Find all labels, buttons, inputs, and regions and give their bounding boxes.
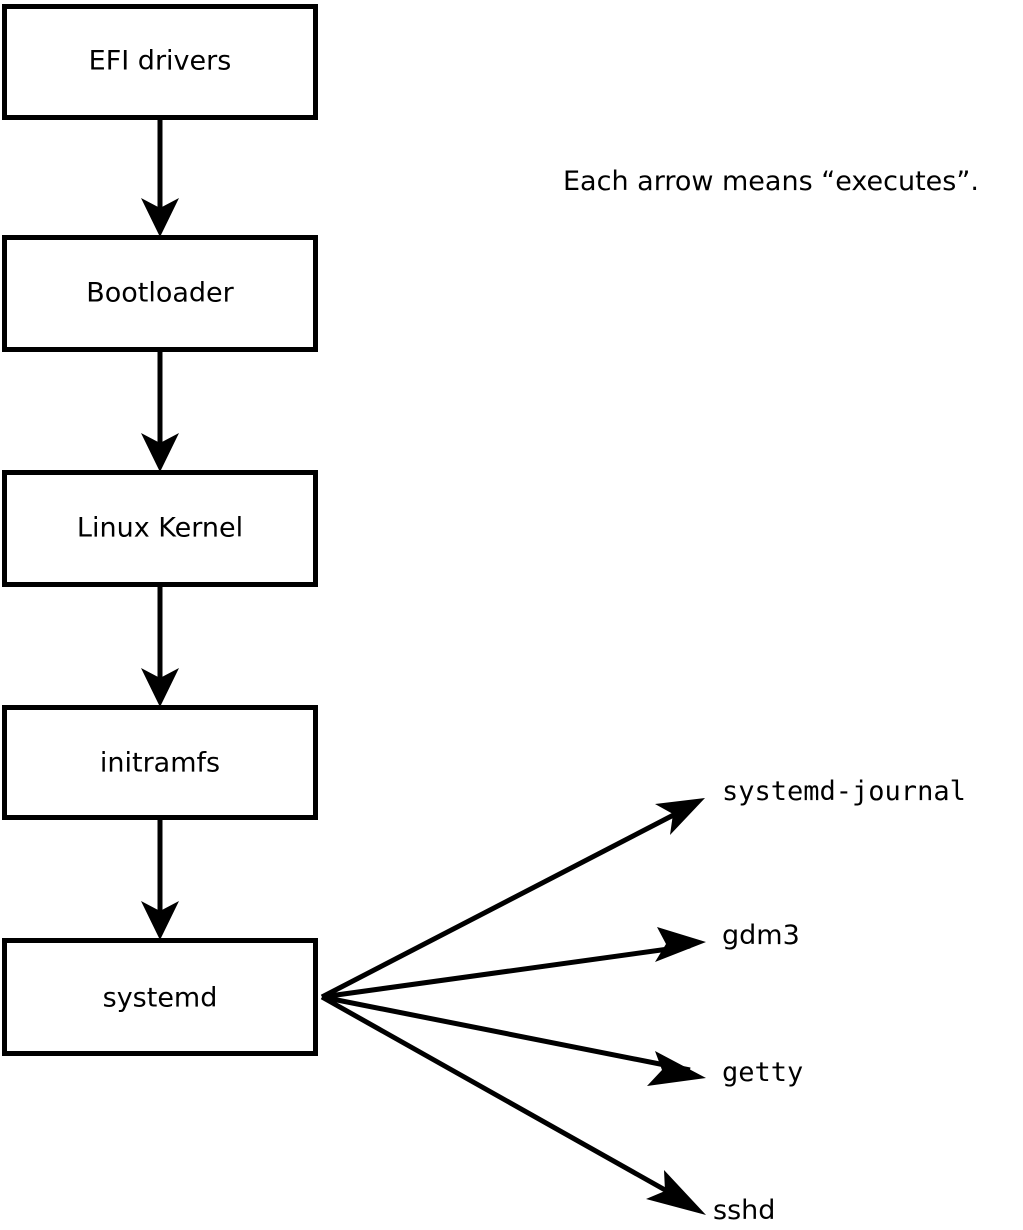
box-rect-efi-drivers — [2, 4, 318, 120]
arrow-linux-kernel-to-initramfs — [141, 587, 179, 707]
leaf-label-sshd: sshd — [713, 1195, 775, 1226]
arrow-efi-drivers-to-bootloader — [141, 120, 179, 237]
box-label-systemd: systemd — [103, 983, 218, 1014]
box-linux-kernel[interactable]: Linux Kernel — [2, 470, 318, 587]
arrow-shaft — [321, 943, 691, 1000]
arrow-head-down — [141, 901, 179, 940]
arrow-head-diagonal — [647, 1051, 706, 1086]
arrow-shaft — [320, 804, 691, 1000]
arrow-shaft — [320, 994, 692, 1207]
arrow-head-down — [141, 668, 179, 707]
box-initramfs[interactable]: initramfs — [2, 705, 318, 820]
leaf-label-gdm3: gdm3 — [722, 920, 800, 951]
box-label-bootloader: Bootloader — [86, 278, 234, 309]
diagram-caption: Each arrow means “executes”. — [563, 166, 979, 197]
box-label-efi-drivers: EFI drivers — [89, 46, 232, 77]
box-rect-linux-kernel — [2, 470, 318, 587]
arrow-systemd-to-sshd — [320, 994, 706, 1215]
box-bootloader[interactable]: Bootloader — [2, 235, 318, 352]
box-label-initramfs: initramfs — [100, 748, 220, 779]
arrow-systemd-to-systemd-journal — [320, 798, 705, 1000]
arrow-head-diagonal — [655, 798, 705, 835]
leaf-label-systemd-journal: systemd-journal — [722, 776, 966, 807]
arrow-systemd-to-getty — [321, 994, 706, 1086]
arrow-bootloader-to-linux-kernel — [141, 352, 179, 472]
box-efi-drivers[interactable]: EFI drivers — [2, 4, 318, 120]
arrow-head-down — [141, 433, 179, 472]
box-rect-initramfs — [2, 705, 318, 820]
arrow-initramfs-to-systemd — [141, 820, 179, 940]
arrow-head-diagonal — [646, 1170, 706, 1215]
arrow-systemd-to-gdm3 — [321, 927, 706, 1000]
box-rect-systemd — [2, 938, 318, 1056]
arrow-shaft — [321, 994, 691, 1073]
arrow-head-down — [141, 198, 179, 237]
leaf-label-getty: getty — [722, 1057, 803, 1088]
box-systemd[interactable]: systemd — [2, 938, 318, 1056]
arrow-head-diagonal — [655, 927, 706, 962]
box-rect-bootloader — [2, 235, 318, 352]
box-label-linux-kernel: Linux Kernel — [77, 513, 243, 544]
